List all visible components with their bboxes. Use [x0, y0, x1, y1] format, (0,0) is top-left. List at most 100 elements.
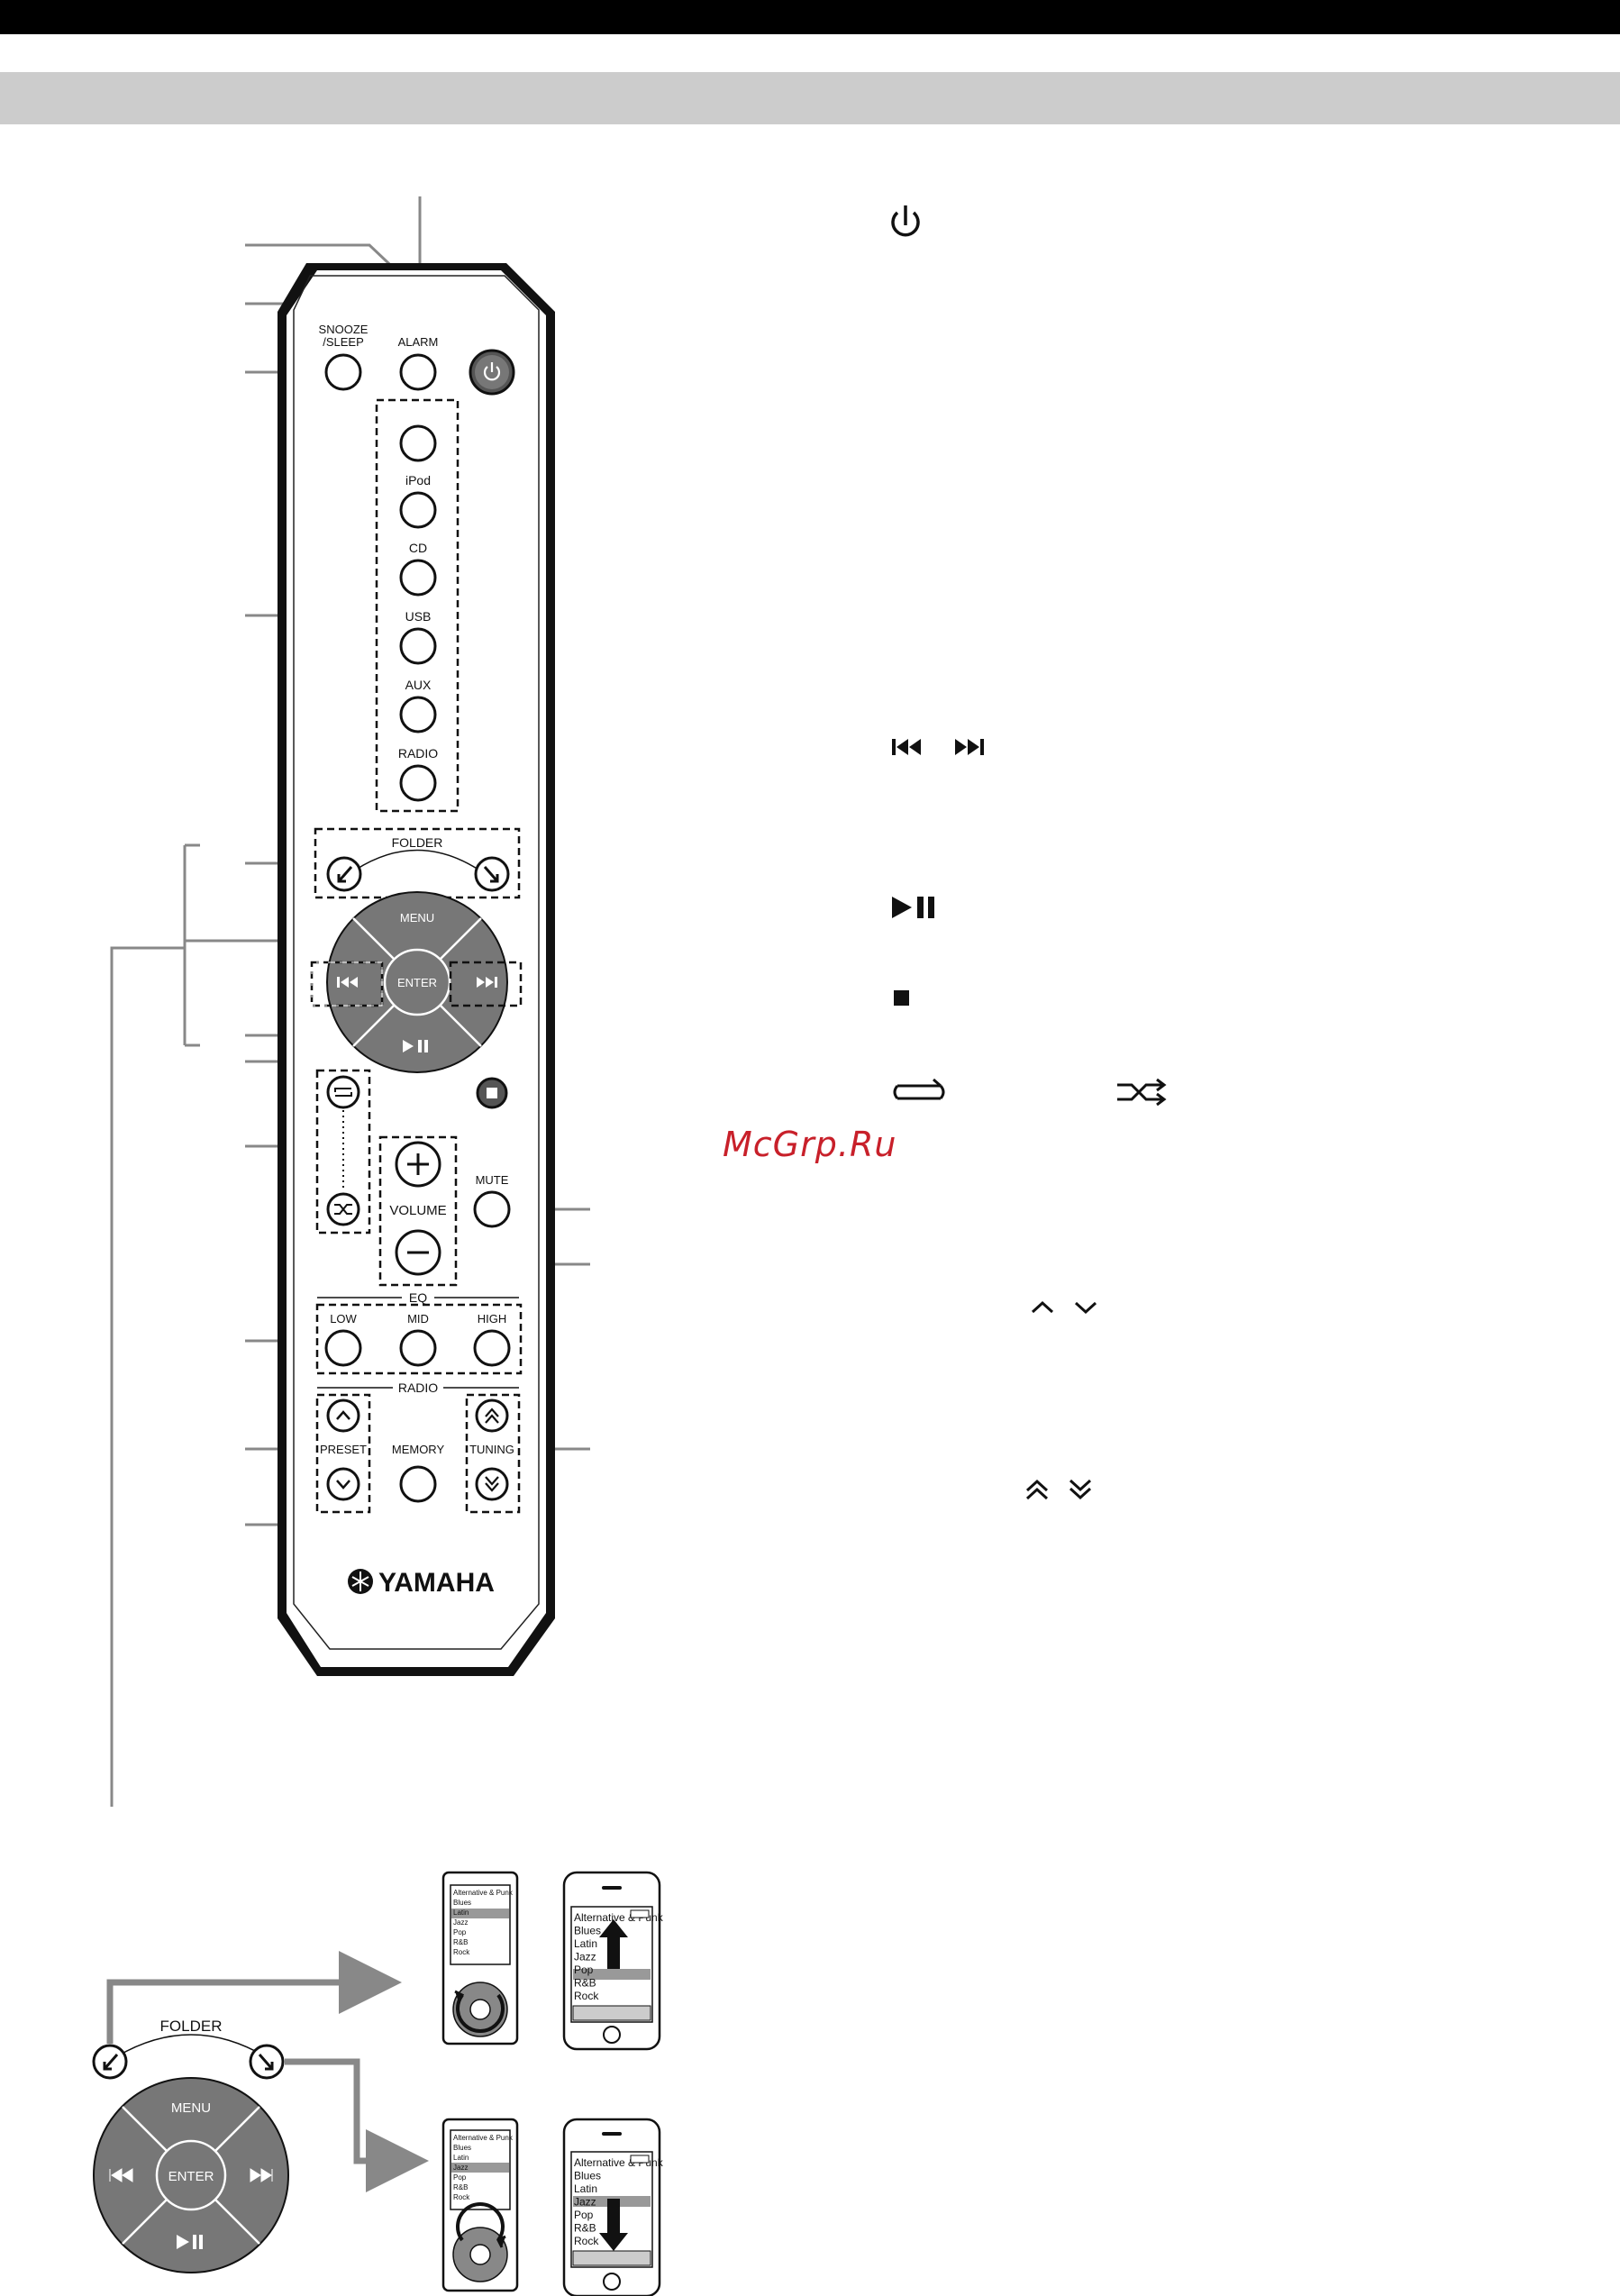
- input-group-frame: [375, 398, 460, 813]
- skip-forward-icon: [955, 739, 984, 755]
- preset-group-frame: [315, 1393, 371, 1514]
- shuffle-icon: [334, 1204, 352, 1215]
- tuning-group-frame: [465, 1393, 521, 1514]
- volume-group-frame: [378, 1135, 458, 1287]
- shuffle-icon: [1117, 1078, 1167, 1107]
- preset-down-button[interactable]: [326, 1467, 360, 1501]
- snooze-sleep-button[interactable]: [324, 353, 362, 391]
- stop-icon: [487, 1088, 497, 1098]
- device-list-item: Rock: [574, 1990, 599, 2002]
- usb-label: USB: [405, 609, 432, 624]
- repeat-button[interactable]: [326, 1075, 360, 1109]
- aux-label: AUX: [405, 678, 432, 692]
- low-label: LOW: [330, 1312, 357, 1326]
- eq-mid-button[interactable]: [399, 1329, 437, 1367]
- folder-up-button[interactable]: [474, 856, 510, 892]
- mid-label: MID: [407, 1312, 429, 1326]
- eq-high-button[interactable]: [473, 1329, 511, 1367]
- device-list-item: Latin: [453, 2154, 469, 2162]
- preset-label: PRESET: [320, 1443, 367, 1456]
- usb-button[interactable]: [399, 627, 437, 665]
- tuning-up-button[interactable]: [475, 1399, 509, 1433]
- device-list-item: Alternative & Punk: [574, 1911, 664, 1924]
- preset-up-button[interactable]: [326, 1399, 360, 1433]
- snooze-sleep-label: SNOOZE/SLEEP: [319, 323, 369, 349]
- folder-label: FOLDER: [392, 835, 443, 850]
- tuning-up-icon: [1025, 1479, 1049, 1500]
- skip-back-icon[interactable]: [337, 977, 358, 988]
- shuffle-button[interactable]: [326, 1192, 360, 1226]
- device-list-item: Alternative & Punk: [453, 2134, 514, 2142]
- tuning-up-icon: [485, 1408, 499, 1424]
- illustration-folder-up-button: [249, 2044, 285, 2080]
- tuning-label: TUNING: [469, 1443, 514, 1456]
- folder-down-button[interactable]: [326, 856, 362, 892]
- alarm-label: ALARM: [398, 335, 439, 349]
- menu-label: MENU: [400, 911, 434, 925]
- repeat-icon: [893, 1078, 945, 1100]
- ipod-nano-top: Alternative & PunkBluesLatinJazzPopR&BRo…: [441, 1871, 519, 2045]
- preset-down-icon: [1074, 1301, 1097, 1315]
- stop-button[interactable]: [476, 1077, 508, 1109]
- skip-forward-icon[interactable]: [477, 977, 497, 988]
- tuning-down-button[interactable]: [475, 1467, 509, 1501]
- cd-label: CD: [409, 541, 427, 555]
- skip-back-icon: [892, 739, 921, 755]
- device-list-item: Latin: [574, 1937, 597, 1950]
- illustration-menu-label: MENU: [171, 2100, 211, 2116]
- device-list-item: R&B: [574, 2222, 596, 2235]
- input-button-blank[interactable]: [399, 424, 437, 462]
- ipod-touch-bottom: Alternative & PunkBluesLatinJazzPopR&BRo…: [562, 2118, 664, 2296]
- ipod-nano-bottom: Alternative & PunkBluesLatinJazzPopR&BRo…: [441, 2118, 519, 2292]
- header-black-bar: [0, 0, 1620, 34]
- enter-button[interactable]: [383, 948, 451, 1016]
- volume-label: VOLUME: [389, 1203, 446, 1218]
- device-list-item: Pop: [453, 1928, 467, 1936]
- brand-text: YAMAHA: [378, 1568, 495, 1598]
- play-pause-icon[interactable]: [403, 1040, 428, 1052]
- alarm-button[interactable]: [399, 353, 437, 391]
- mute-button[interactable]: [473, 1190, 511, 1228]
- device-list-item: Alternative & Punk: [453, 1889, 514, 1897]
- tuning-down-icon: [485, 1476, 499, 1492]
- device-list-item: R&B: [453, 2183, 468, 2191]
- preset-down-icon: [336, 1480, 350, 1490]
- mute-label: MUTE: [476, 1173, 509, 1187]
- power-button[interactable]: [469, 349, 515, 396]
- folder-group-frame: [314, 827, 521, 899]
- radio-input-label: RADIO: [398, 746, 438, 761]
- radio-input-button[interactable]: [399, 764, 437, 802]
- enter-label: ENTER: [397, 976, 437, 989]
- volume-down-button[interactable]: [395, 1229, 441, 1276]
- ipod-touch-top: Alternative & PunkBluesLatinJazzPopR&BRo…: [562, 1871, 664, 2051]
- illustration-navigation-pad: ENTER MENU: [93, 2077, 289, 2273]
- power-icon: [483, 366, 501, 381]
- device-list-item: Pop: [453, 2173, 467, 2182]
- repeat-icon: [334, 1088, 352, 1097]
- preset-up-icon: [1031, 1300, 1054, 1314]
- ipod-button[interactable]: [399, 491, 437, 529]
- cd-button[interactable]: [399, 559, 437, 597]
- memory-label: MEMORY: [392, 1443, 445, 1456]
- device-list-item: Rock: [453, 2193, 470, 2201]
- volume-up-button[interactable]: [395, 1141, 441, 1188]
- radio-group-label: RADIO: [398, 1380, 438, 1395]
- memory-button[interactable]: [399, 1465, 437, 1503]
- eq-group-frame: [315, 1303, 523, 1375]
- aux-button[interactable]: [399, 696, 437, 733]
- eq-low-button[interactable]: [324, 1329, 362, 1367]
- eq-label: EQ: [409, 1290, 427, 1305]
- device-list-item: Pop: [574, 1963, 594, 1976]
- device-list-item: Blues: [574, 2170, 601, 2182]
- ipod-label: iPod: [405, 473, 431, 487]
- device-list-item: Latin: [453, 1909, 469, 1917]
- power-icon: [891, 205, 920, 237]
- yamaha-logo: YAMAHA: [348, 1568, 495, 1598]
- section-title-band: [0, 72, 1620, 124]
- symbol-column: [891, 205, 1167, 1500]
- device-list-item: Blues: [574, 1925, 601, 1937]
- device-list-item: Rock: [574, 2235, 599, 2247]
- device-list-item: R&B: [574, 1977, 596, 1990]
- illustration-folder-label: FOLDER: [160, 2018, 223, 2035]
- device-list-item: Jazz: [453, 2164, 468, 2172]
